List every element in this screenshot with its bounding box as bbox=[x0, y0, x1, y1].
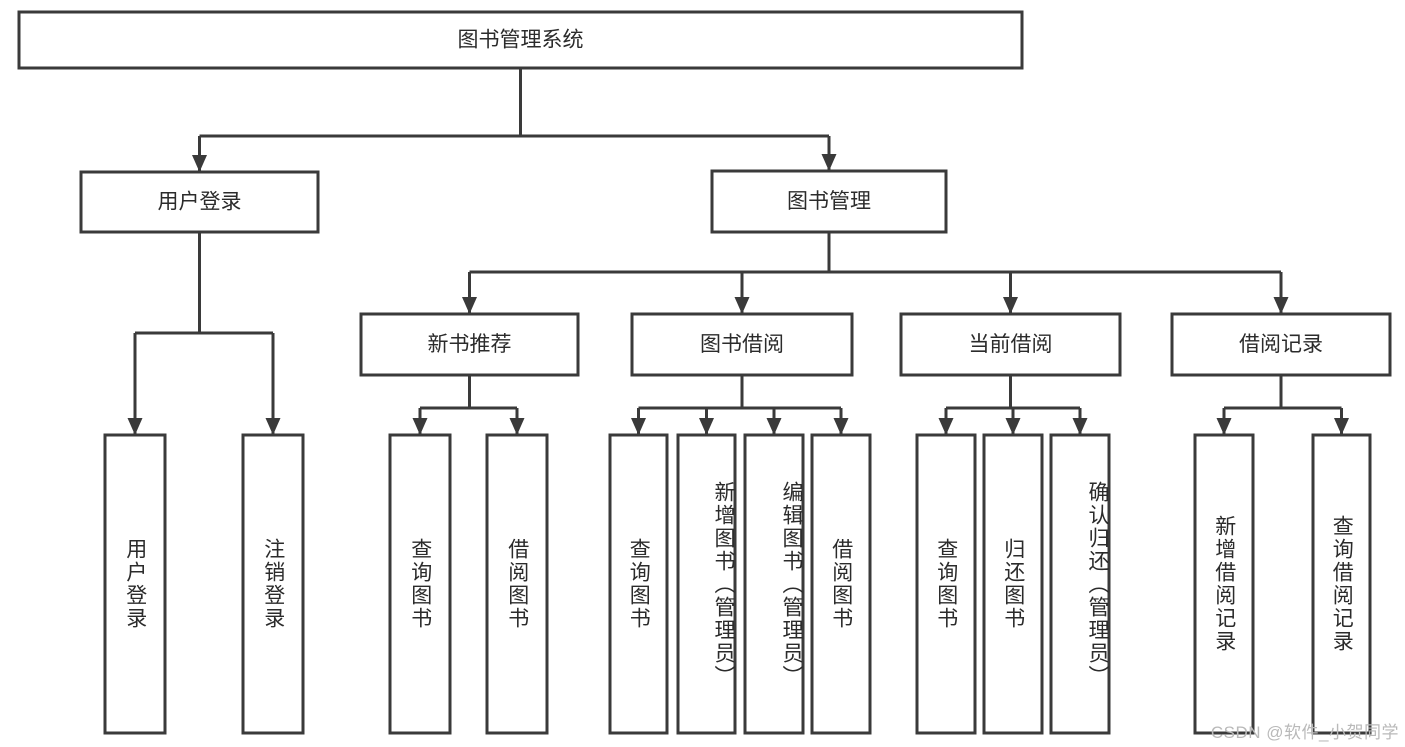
level2-node-0-rect[interactable] bbox=[359, 312, 580, 377]
user-login-to-leaves-arrow-0 bbox=[127, 418, 143, 435]
book-borrow-to-leaves-arrow-3 bbox=[833, 418, 849, 435]
leaf-node-6[interactable] bbox=[743, 433, 805, 735]
level2-node-3-label: 借阅记录 bbox=[1239, 333, 1323, 356]
level2-node-1-rect[interactable] bbox=[630, 312, 854, 377]
level2-node-1-label: 图书借阅 bbox=[700, 333, 784, 356]
current-borrow-to-leaves-arrow-0 bbox=[938, 418, 954, 435]
current-borrow-to-leaves-arrow-2 bbox=[1072, 418, 1088, 435]
new-book-recommend-to-leaves-arrow-0 bbox=[412, 418, 428, 435]
leaf-node-5-rect[interactable] bbox=[676, 433, 737, 735]
leaf-node-4[interactable] bbox=[608, 433, 669, 735]
leaf-node-2[interactable] bbox=[388, 433, 452, 735]
book-management-to-level2-arrow-1 bbox=[734, 297, 750, 314]
leaf-node-7-rect[interactable] bbox=[810, 433, 872, 735]
leaf-node-3[interactable] bbox=[485, 433, 549, 735]
leaf-node-8[interactable] bbox=[915, 433, 977, 735]
leaf-node-2-rect[interactable] bbox=[388, 433, 452, 735]
level1-node-1[interactable]: 图书管理 bbox=[710, 169, 948, 234]
leaf-node-4-rect[interactable] bbox=[608, 433, 669, 735]
book-management-to-level2-arrow-2 bbox=[1003, 297, 1018, 314]
level2-node-2-rect[interactable] bbox=[899, 312, 1122, 377]
leaf-node-9[interactable] bbox=[982, 433, 1044, 735]
leaf-node-5[interactable] bbox=[676, 433, 737, 735]
leaf-node-0[interactable] bbox=[103, 433, 167, 735]
leaf-node-11[interactable] bbox=[1193, 433, 1255, 735]
leaf-node-10-rect[interactable] bbox=[1049, 433, 1111, 735]
level2-node-0[interactable]: 新书推荐 bbox=[359, 312, 580, 377]
level2-node-1[interactable]: 图书借阅 bbox=[630, 312, 854, 377]
watermark-text: CSDN @软件_小贺同学 bbox=[1210, 723, 1399, 742]
new-book-recommend-to-leaves-arrow-1 bbox=[509, 418, 525, 435]
user-login-to-leaves-arrow-1 bbox=[265, 418, 281, 435]
leaf-node-12-rect[interactable] bbox=[1311, 433, 1372, 735]
leaf-node-6-rect[interactable] bbox=[743, 433, 805, 735]
borrow-record-to-leaves-arrow-0 bbox=[1216, 418, 1232, 435]
leaf-node-10[interactable] bbox=[1049, 433, 1111, 735]
root-node-book-management-system[interactable]: 图书管理系统 bbox=[17, 10, 1024, 70]
leaf-node-8-rect[interactable] bbox=[915, 433, 977, 735]
level2-node-3[interactable]: 借阅记录 bbox=[1170, 312, 1392, 377]
level1-node-0-rect[interactable] bbox=[79, 170, 320, 234]
connectors-layer bbox=[127, 68, 1349, 435]
root-node-book-management-system-rect[interactable] bbox=[17, 10, 1024, 70]
level2-node-2[interactable]: 当前借阅 bbox=[899, 312, 1122, 377]
root-node-book-management-system-label: 图书管理系统 bbox=[458, 29, 584, 52]
leaf-node-3-rect[interactable] bbox=[485, 433, 549, 735]
book-borrow-to-leaves-arrow-0 bbox=[631, 418, 646, 435]
leaf-node-9-rect[interactable] bbox=[982, 433, 1044, 735]
current-borrow-to-leaves-arrow-1 bbox=[1005, 418, 1021, 435]
leaf-node-12[interactable] bbox=[1311, 433, 1372, 735]
level1-node-0[interactable]: 用户登录 bbox=[79, 170, 320, 234]
book-management-to-level2-arrow-0 bbox=[462, 297, 477, 314]
leaf-node-1-rect[interactable] bbox=[241, 433, 305, 735]
leaf-node-0-rect[interactable] bbox=[103, 433, 167, 735]
root-to-level1-arrow-1 bbox=[821, 154, 837, 171]
book-management-to-level2-arrow-3 bbox=[1273, 297, 1289, 314]
leaf-node-11-rect[interactable] bbox=[1193, 433, 1255, 735]
level1-node-0-label: 用户登录 bbox=[158, 191, 242, 214]
leaf-node-7[interactable] bbox=[810, 433, 872, 735]
leaf-node-1[interactable] bbox=[241, 433, 305, 735]
level1-node-1-rect[interactable] bbox=[710, 169, 948, 234]
borrow-record-to-leaves-arrow-1 bbox=[1334, 418, 1349, 435]
book-borrow-to-leaves-arrow-1 bbox=[699, 418, 714, 435]
level1-node-1-label: 图书管理 bbox=[787, 190, 871, 213]
book-borrow-to-leaves-arrow-2 bbox=[766, 418, 782, 435]
level2-node-0-label: 新书推荐 bbox=[428, 333, 512, 356]
level2-node-3-rect[interactable] bbox=[1170, 312, 1392, 377]
level2-node-2-label: 当前借阅 bbox=[969, 333, 1053, 356]
root-to-level1-arrow-0 bbox=[192, 155, 207, 172]
